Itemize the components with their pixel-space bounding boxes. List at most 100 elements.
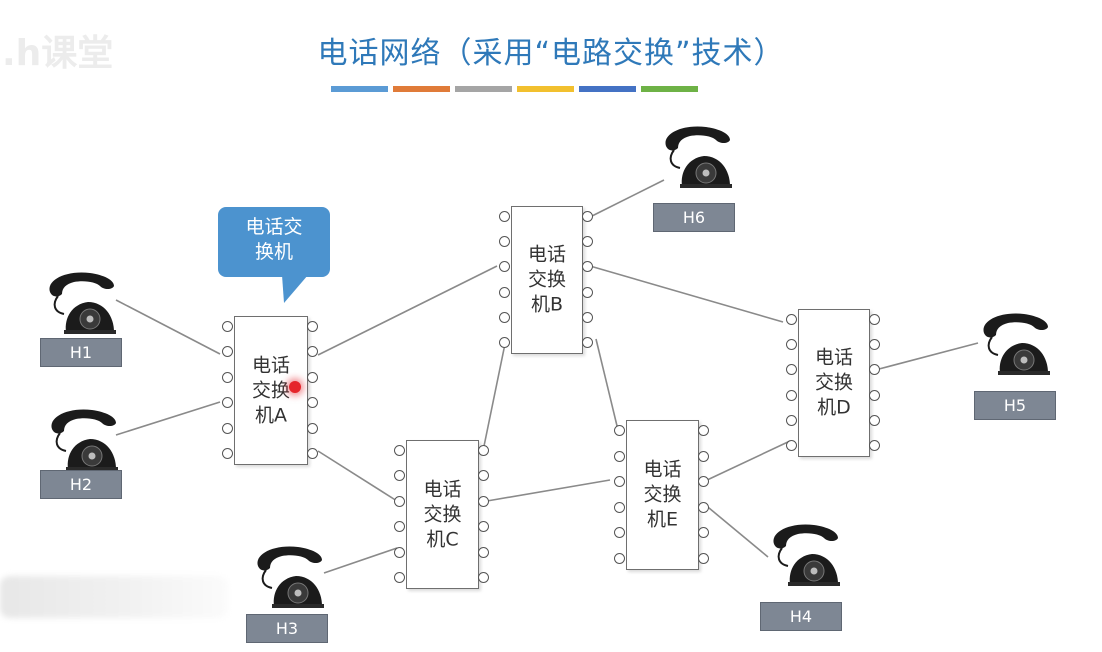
switch-a-port xyxy=(222,346,233,358)
switch-a-port xyxy=(307,422,318,434)
switch-b-port xyxy=(499,337,510,348)
telephone-icon xyxy=(773,524,840,586)
switch-e-port xyxy=(614,501,625,513)
switch-b-port xyxy=(582,337,593,348)
switch-d-port xyxy=(786,339,797,351)
color-bar xyxy=(393,86,450,92)
link-h3-c xyxy=(323,547,398,574)
switch-d: 电话交换机D xyxy=(798,309,870,457)
switch-c-port xyxy=(478,521,489,533)
switch-d-port xyxy=(786,389,797,401)
switch-d-port xyxy=(869,314,880,325)
switch-b-port xyxy=(582,211,593,222)
host-h6-label: H6 xyxy=(653,203,735,232)
switch-e-port xyxy=(614,476,625,488)
switch-a-port xyxy=(307,346,318,358)
telephone-icon xyxy=(49,272,116,334)
switch-e-port xyxy=(698,527,709,539)
blurred-region xyxy=(0,576,228,618)
switch-c-port xyxy=(394,572,405,583)
switch-d-port xyxy=(786,314,797,325)
watermark-logo: .h课堂 xyxy=(2,33,114,74)
link-a-b xyxy=(317,265,498,356)
switch-c-port xyxy=(478,546,489,558)
switch-b-port xyxy=(499,286,510,298)
switch-e-port xyxy=(698,553,709,564)
switch-e-port xyxy=(698,476,709,488)
telephone-icon xyxy=(665,126,732,188)
host-h3-label: H3 xyxy=(246,614,328,643)
switch-a-port xyxy=(222,397,233,409)
link-e-h4 xyxy=(702,502,769,558)
link-c-b xyxy=(482,338,507,452)
switch-a-port xyxy=(222,448,233,459)
host-h2-label: H2 xyxy=(40,470,122,499)
callout-line: 电话交 xyxy=(245,216,303,238)
link-c-e xyxy=(486,479,611,502)
switch-d-label: 电话交换机D xyxy=(814,346,853,419)
host-h1-label: H1 xyxy=(40,338,122,367)
switch-e-port xyxy=(698,501,709,513)
link-e-d xyxy=(704,440,791,482)
switch-b-label: 电话交换机B xyxy=(527,243,566,316)
callout-line: 换机 xyxy=(254,241,293,263)
pointer-dot xyxy=(289,381,301,393)
switch-e-port xyxy=(698,450,709,462)
switch-d-port xyxy=(786,364,797,376)
switch-b-port xyxy=(499,311,510,323)
switch-c-port xyxy=(478,572,489,583)
switch-d-port xyxy=(869,339,880,351)
link-b-e xyxy=(595,338,619,431)
switch-c-port xyxy=(478,445,489,456)
link-h1-a xyxy=(115,299,221,355)
switch-b-port xyxy=(499,236,510,248)
telephone-icon xyxy=(983,313,1050,375)
switch-a-port xyxy=(307,397,318,409)
switch-a-port xyxy=(307,321,318,332)
switch-c-port xyxy=(478,495,489,507)
switch-d-port xyxy=(869,414,880,426)
switch-b-port xyxy=(499,211,510,222)
switch-b-port xyxy=(582,261,593,273)
switch-c-port xyxy=(478,470,489,482)
switch-c-port xyxy=(394,546,405,558)
switch-d-port xyxy=(786,414,797,426)
switch-e-port xyxy=(614,425,625,436)
color-bar xyxy=(455,86,512,92)
switch-e-port xyxy=(698,425,709,436)
switch-d-port xyxy=(869,364,880,376)
link-h2-a xyxy=(115,401,221,436)
host-h5-label: H5 xyxy=(974,391,1056,420)
switch-d-port xyxy=(869,440,880,451)
callout-tail xyxy=(282,275,308,303)
switch-a-label: 电话交换机A xyxy=(251,354,290,426)
switch-d-port xyxy=(786,440,797,451)
switch-a-port xyxy=(307,371,318,383)
link-b-h6 xyxy=(589,179,665,218)
color-bar xyxy=(517,86,574,92)
telephone-icon xyxy=(51,409,118,471)
color-bar xyxy=(331,86,388,92)
switch-e-label: 电话交换机E xyxy=(643,458,682,531)
color-bars xyxy=(331,86,698,92)
link-b-d xyxy=(589,265,784,323)
color-bar xyxy=(579,86,636,92)
switch-c-port xyxy=(394,470,405,482)
switch-e: 电话交换机E xyxy=(626,420,699,570)
switch-b-port xyxy=(582,236,593,248)
switch-a-port xyxy=(222,371,233,383)
switch-b-port xyxy=(582,311,593,323)
switch-callout: 电话交 换机 xyxy=(218,207,330,277)
switch-c: 电话交换机C xyxy=(406,440,479,589)
switch-e-port xyxy=(614,450,625,462)
link-a-c xyxy=(317,450,398,502)
switch-c-port xyxy=(394,521,405,533)
switch-b: 电话交换机B xyxy=(511,206,583,354)
switch-b-port xyxy=(582,286,593,298)
color-bar xyxy=(641,86,698,92)
switch-c-label: 电话交换机C xyxy=(423,478,462,550)
switch-b-port xyxy=(499,261,510,273)
switch-a-port xyxy=(222,321,233,332)
switch-e-port xyxy=(614,527,625,539)
